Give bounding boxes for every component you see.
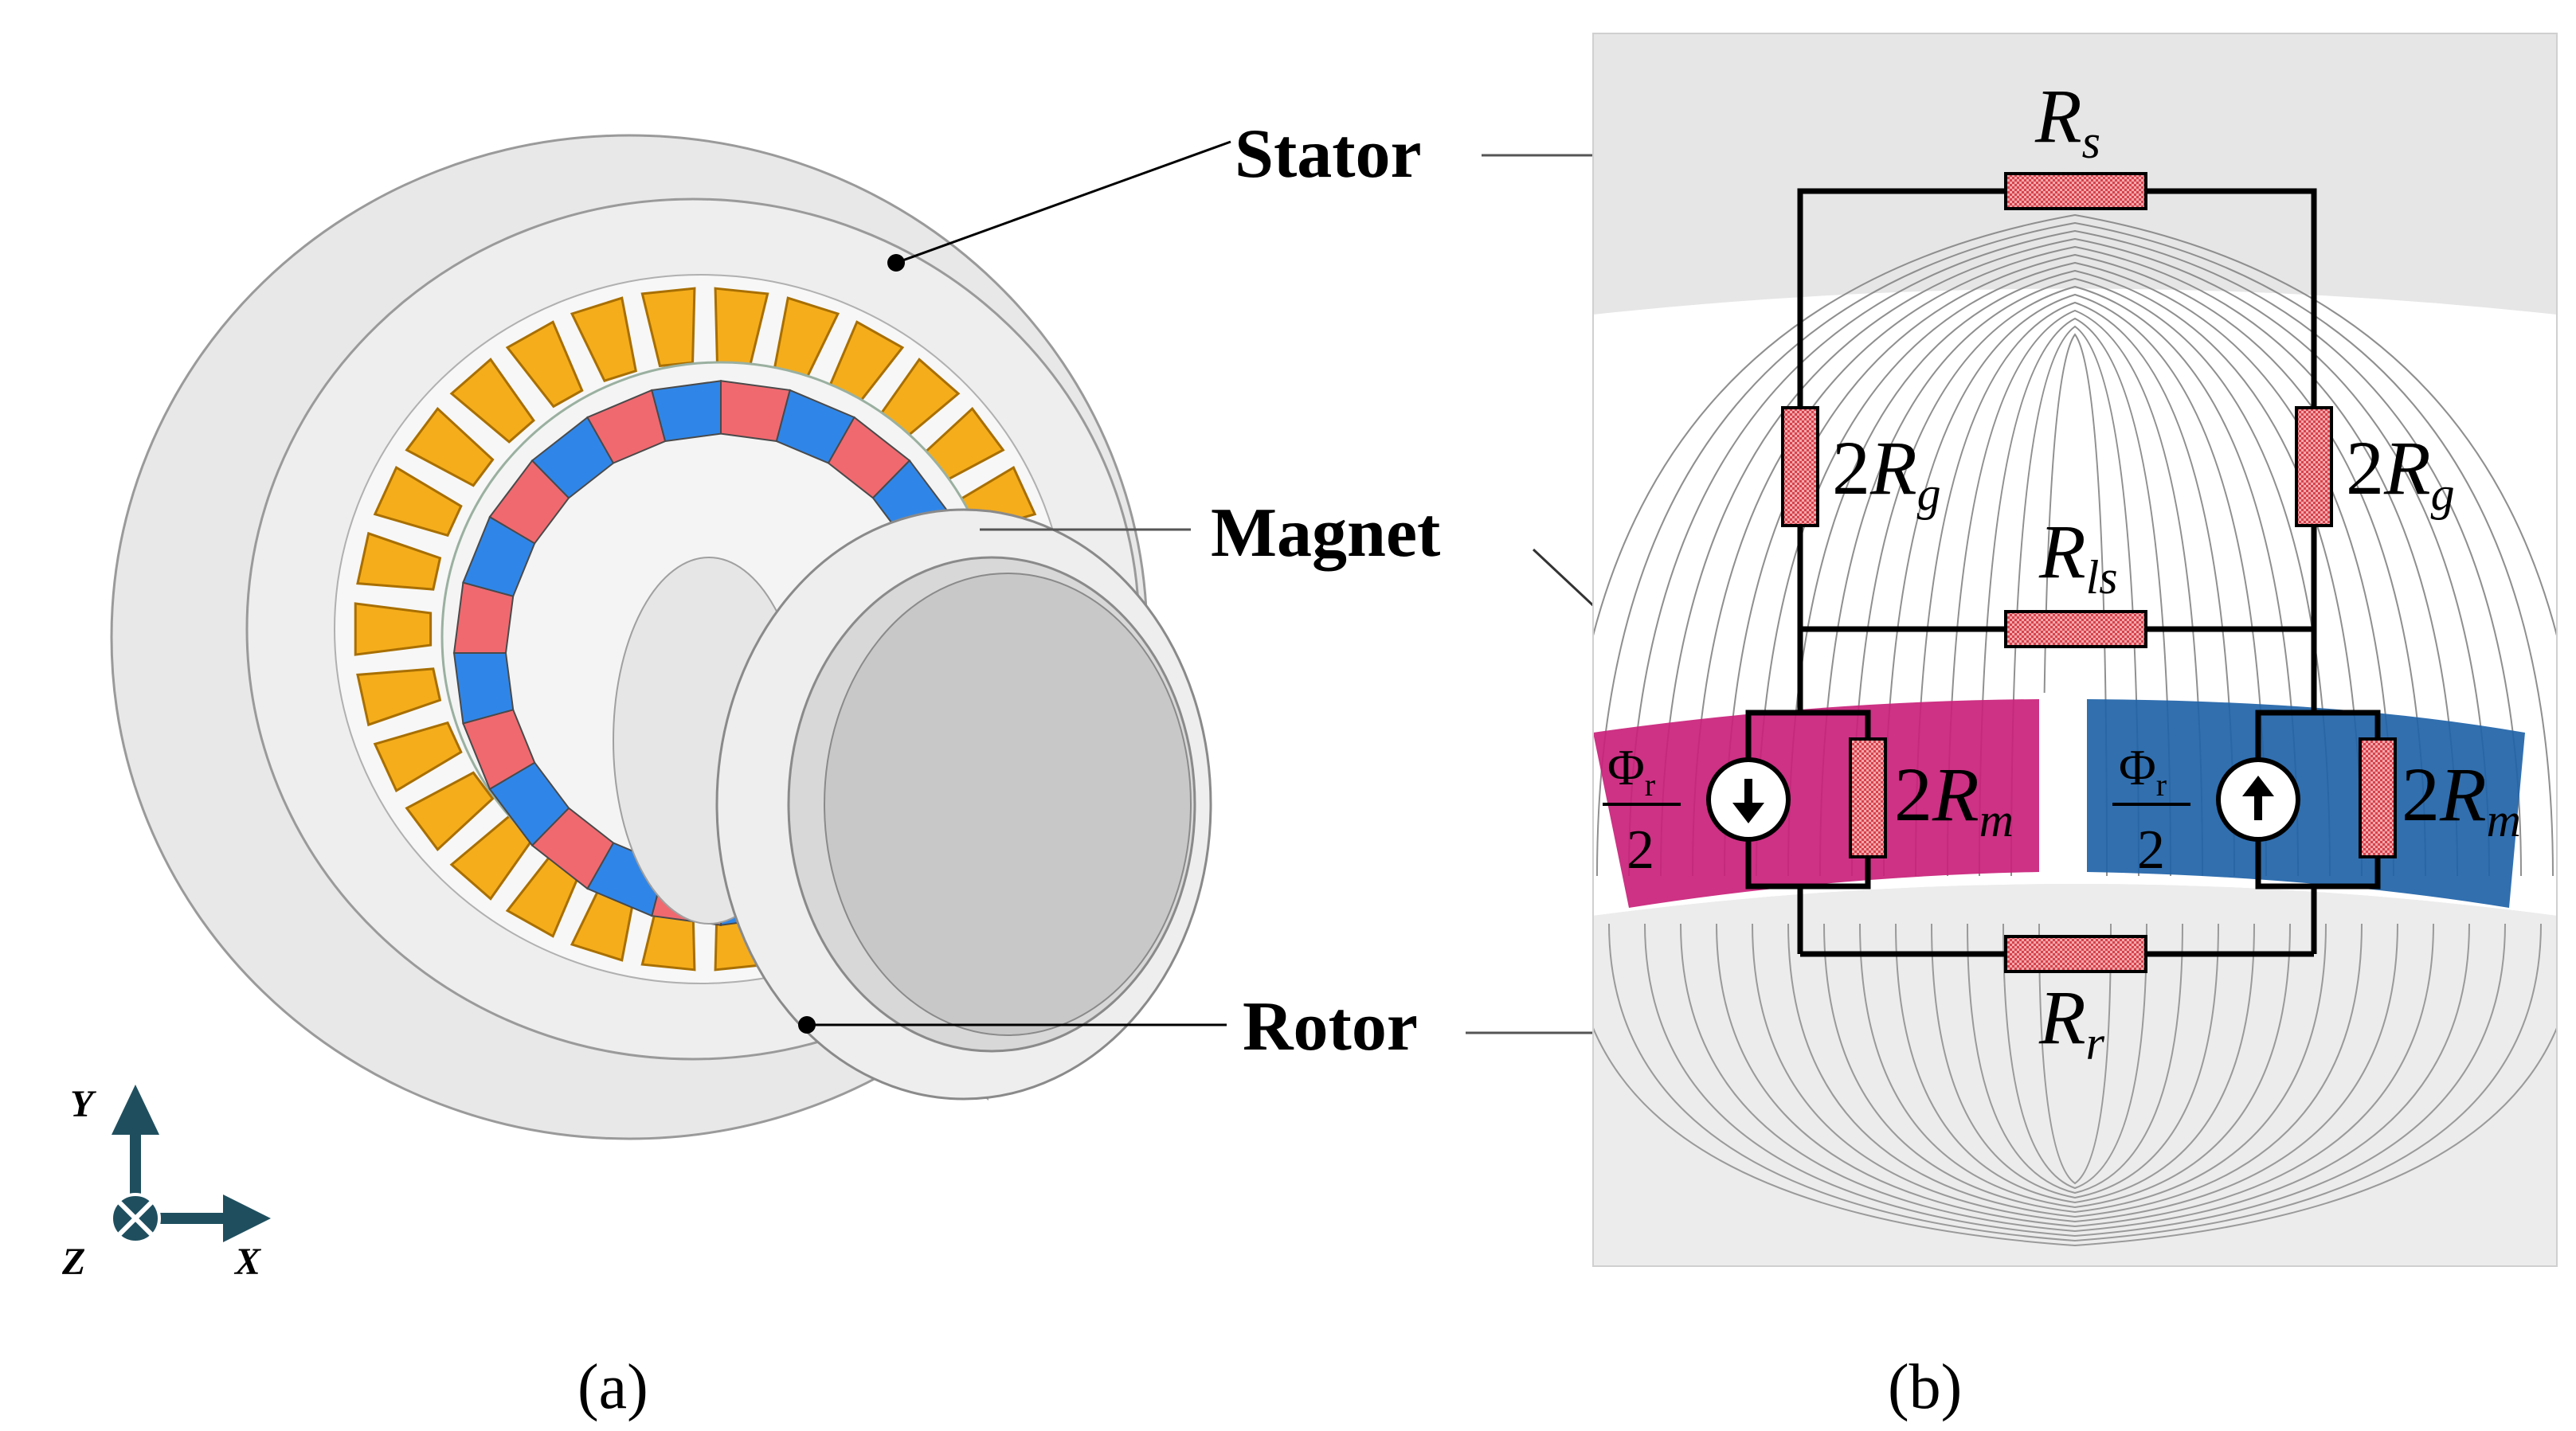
stator-tooth xyxy=(405,771,495,852)
flux-fraction-left: Φr 2 xyxy=(1603,739,1681,881)
label-rls: Rls xyxy=(2038,509,2118,604)
flux-line xyxy=(1593,1026,2557,1247)
coordinate-axes: Y Z X xyxy=(61,1083,271,1283)
magnet-left-panel xyxy=(1593,699,2039,908)
flux-line xyxy=(1692,245,2458,877)
resistor-rr xyxy=(2004,935,2147,973)
flux-field-panel xyxy=(1593,33,2557,1266)
magnet-gap xyxy=(2039,693,2087,876)
resistor-rg-left xyxy=(1781,406,1819,527)
flux-line xyxy=(2010,325,2139,877)
flux-line xyxy=(1979,317,2171,877)
svg-text:Φr: Φr xyxy=(1607,739,1655,803)
caption-a: (a) xyxy=(577,1352,648,1422)
flux-fraction-right: Φr 2 xyxy=(2112,739,2190,881)
circuit-resistors xyxy=(1781,172,2397,973)
label-rg-left: 2Rg xyxy=(1832,425,1941,520)
flux-line xyxy=(1931,923,2219,1199)
flux-line xyxy=(1883,293,2267,877)
axis-z-label: Z xyxy=(61,1241,85,1283)
flux-line xyxy=(1915,301,2235,877)
flux-line xyxy=(1851,285,2299,877)
flux-lines xyxy=(1593,213,2557,1247)
stator-callout: Stator xyxy=(887,115,1691,272)
flux-line xyxy=(1967,923,2183,1194)
flux-line xyxy=(1947,309,2203,877)
label-rm-right: 2Rm xyxy=(2402,752,2521,846)
stator-tooth xyxy=(570,296,637,382)
label-rg-right: 2Rg xyxy=(2346,425,2455,520)
flux-line xyxy=(1628,229,2522,877)
motor-3d-drawing xyxy=(110,134,1212,1140)
flux-line xyxy=(1756,261,2394,877)
resistor-rls xyxy=(2004,610,2147,648)
panel-b-frame xyxy=(1592,33,2558,1267)
magnet-label: Magnet xyxy=(1211,495,1440,572)
axis-y-label: Y xyxy=(70,1083,96,1125)
resistor-rm-right xyxy=(2359,737,2397,858)
svg-text:2: 2 xyxy=(1627,819,1654,881)
flux-line xyxy=(1752,923,2398,1223)
resistor-rg-right xyxy=(2295,406,2333,527)
rotor-callout: Rotor xyxy=(798,988,1773,1065)
flux-line xyxy=(1724,253,2426,877)
magnet-right-panel xyxy=(2087,699,2525,908)
axis-x-label: X xyxy=(233,1241,261,1283)
flux-line xyxy=(1895,923,2255,1204)
stator-tooth xyxy=(405,406,495,487)
stator-tooth xyxy=(354,602,433,656)
resistor-rm-left xyxy=(1849,737,1887,858)
svg-text:2: 2 xyxy=(2137,819,2165,881)
resistor-rs xyxy=(2004,172,2147,210)
label-rm-left: 2Rm xyxy=(1894,752,2014,846)
flux-line xyxy=(1819,277,2331,877)
magnet-segment xyxy=(452,652,515,725)
label-rr: Rr xyxy=(2038,975,2105,1069)
stator-tooth xyxy=(373,721,463,793)
flux-line xyxy=(1787,923,2363,1218)
flux-line xyxy=(1716,923,2434,1228)
flux-line xyxy=(1787,269,2363,877)
caption-b: (b) xyxy=(1888,1352,1962,1422)
label-rs: Rs xyxy=(2034,73,2100,168)
stator-tooth xyxy=(356,667,442,727)
flux-line xyxy=(2002,923,2147,1190)
flux-line xyxy=(1593,213,2557,639)
flux-line xyxy=(1859,923,2291,1209)
arrow-up-icon xyxy=(2242,776,2274,796)
magnet-segment xyxy=(651,380,722,443)
rotor-hub xyxy=(824,573,1192,1036)
rotor-label: Rotor xyxy=(1243,988,1418,1065)
flux-line xyxy=(1596,221,2554,877)
flux-sources xyxy=(1706,757,2300,842)
rotor-region xyxy=(1593,884,2557,1266)
flux-line xyxy=(1644,923,2506,1237)
flux-line xyxy=(1608,923,2542,1242)
flux-line xyxy=(2042,333,2108,877)
stator-tooth xyxy=(356,531,442,591)
stator-tooth xyxy=(449,358,535,444)
svg-text:Φr: Φr xyxy=(2119,739,2167,803)
flux-line xyxy=(1680,923,2470,1233)
flux-line xyxy=(1660,237,2490,877)
flux-line xyxy=(1823,923,2327,1214)
stator-tooth xyxy=(373,465,463,538)
stator-tooth xyxy=(505,320,584,409)
flux-line xyxy=(2038,923,2112,1185)
arrow-down-icon xyxy=(1732,803,1764,823)
stator-label: Stator xyxy=(1235,115,1422,193)
